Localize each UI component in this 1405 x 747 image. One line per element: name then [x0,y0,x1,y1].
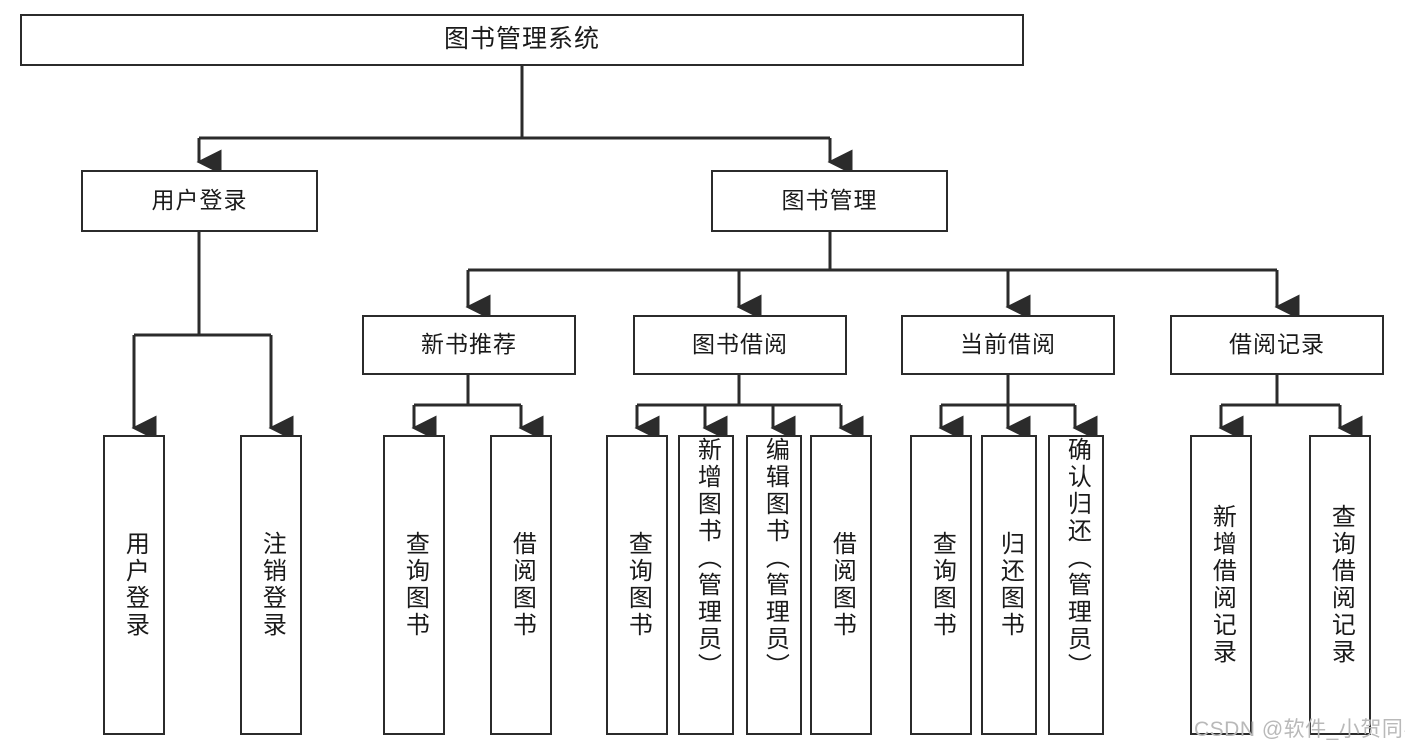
node-borrow-record[interactable]: 借阅记录 [1170,315,1384,375]
leaf-query-book-1[interactable]: 查询图书 [383,435,445,735]
leaf-label: 新增图书（管理员） [693,437,721,680]
leaf-label: 查询图书 [928,531,956,639]
leaf-label: 借阅图书 [828,531,856,639]
leaf-add-book[interactable]: 新增图书（管理员） [678,435,734,735]
node-label: 图书借阅 [692,331,788,358]
node-label: 用户登录 [151,187,248,214]
leaf-query-book-3[interactable]: 查询图书 [910,435,972,735]
node-label: 借阅记录 [1229,331,1325,358]
leaf-label: 查询借阅记录 [1327,504,1355,666]
leaf-confirm-return[interactable]: 确认归还（管理员） [1048,435,1104,735]
leaf-label: 用户登录 [121,531,149,639]
node-label: 当前借阅 [960,331,1056,358]
leaf-user-login[interactable]: 用户登录 [103,435,165,735]
node-label: 图书管理系统 [443,25,600,54]
node-user-login[interactable]: 用户登录 [81,170,318,232]
leaf-label: 归还图书 [996,531,1024,639]
node-label: 新书推荐 [421,331,517,358]
leaf-return-book[interactable]: 归还图书 [981,435,1037,735]
node-current-borrow[interactable]: 当前借阅 [901,315,1115,375]
leaf-label: 注销登录 [258,531,286,639]
leaf-borrow-book-2[interactable]: 借阅图书 [810,435,872,735]
leaf-logout[interactable]: 注销登录 [240,435,302,735]
leaf-query-book-2[interactable]: 查询图书 [606,435,668,735]
leaf-label: 借阅图书 [508,531,536,639]
leaf-label: 查询图书 [401,531,429,639]
leaf-borrow-book-1[interactable]: 借阅图书 [490,435,552,735]
node-book-management-system[interactable]: 图书管理系统 [20,14,1024,66]
node-new-book-recommend[interactable]: 新书推荐 [362,315,576,375]
leaf-label: 新增借阅记录 [1208,504,1236,666]
watermark-text: CSDN @软件_小贺同学 [1194,718,1405,741]
leaf-add-record[interactable]: 新增借阅记录 [1190,435,1252,735]
node-book-borrow[interactable]: 图书借阅 [633,315,847,375]
node-label: 图书管理 [781,187,878,214]
leaf-label: 查询图书 [624,531,652,639]
leaf-label: 确认归还（管理员） [1063,437,1091,680]
leaf-edit-book[interactable]: 编辑图书（管理员） [746,435,802,735]
node-book-management[interactable]: 图书管理 [711,170,948,232]
leaf-query-record[interactable]: 查询借阅记录 [1309,435,1371,735]
leaf-label: 编辑图书（管理员） [761,437,789,680]
